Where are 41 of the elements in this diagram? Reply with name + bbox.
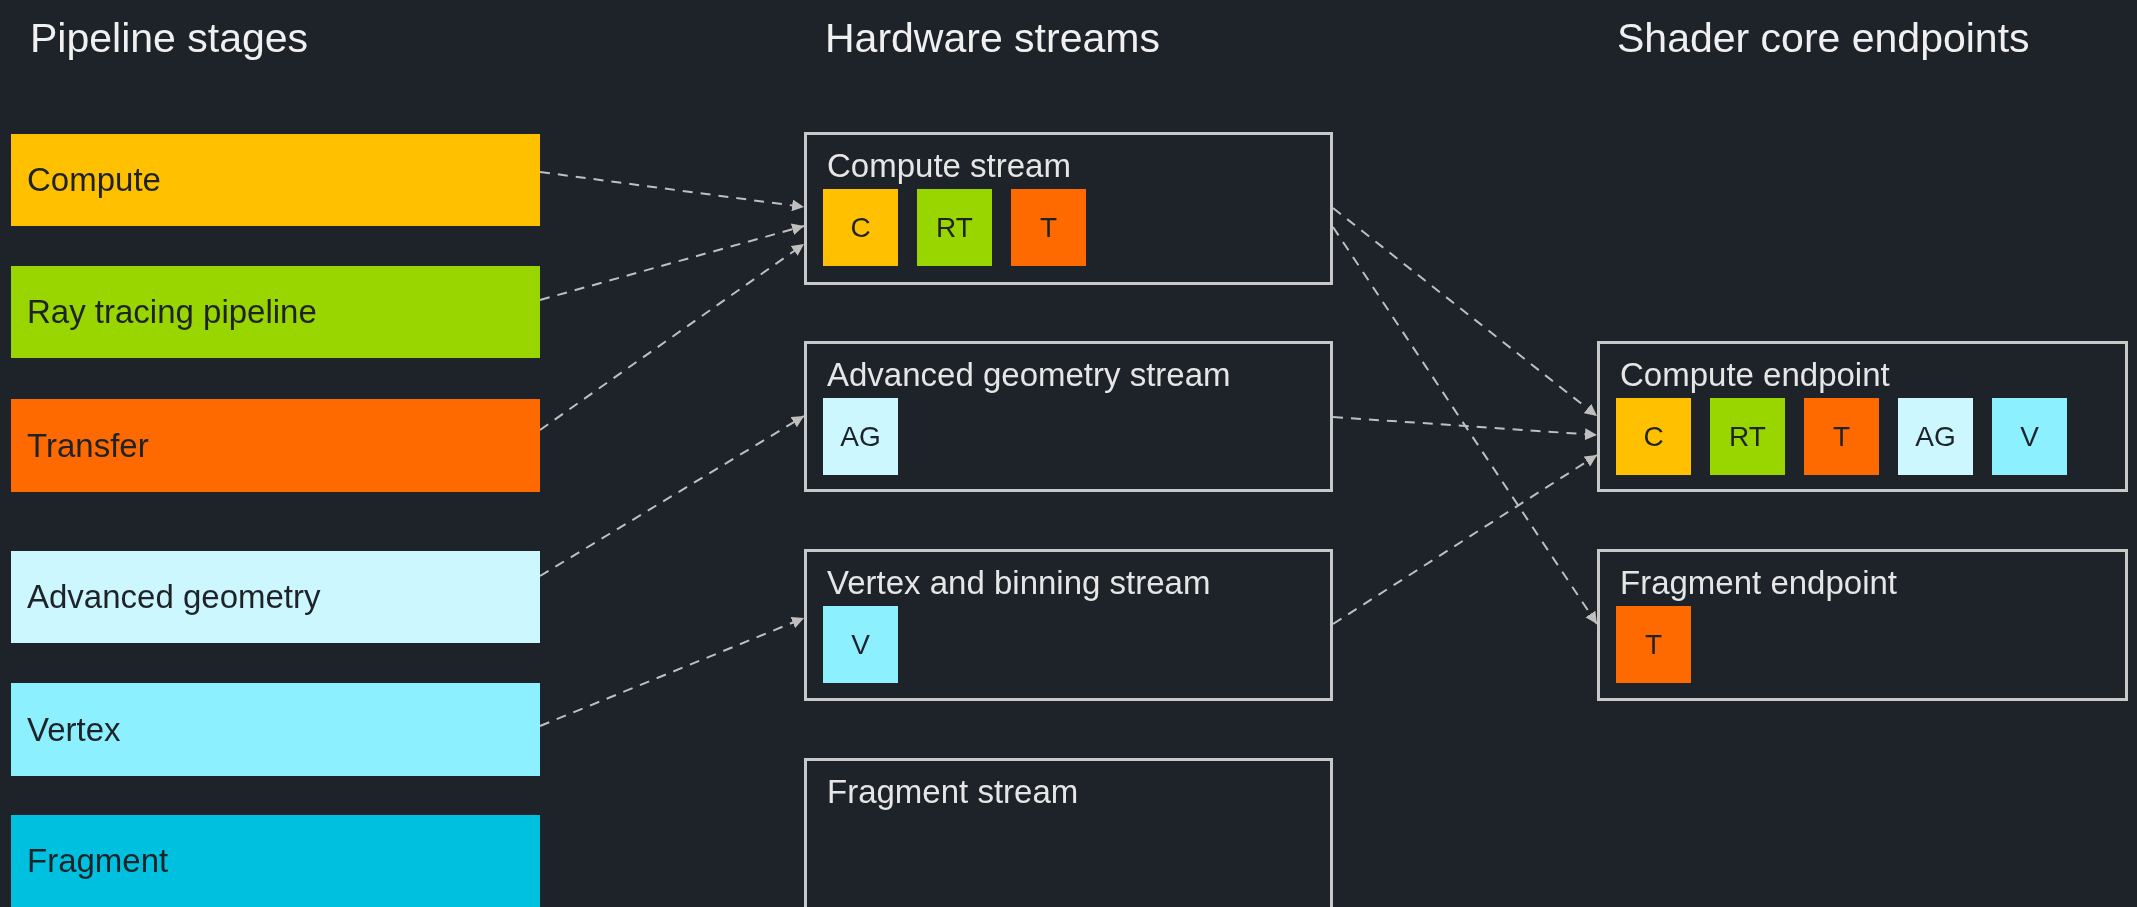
dashed-arrow <box>1332 416 1598 441</box>
tag-chip: C <box>823 189 898 266</box>
tag-chip: T <box>1804 398 1879 475</box>
tag-chip: AG <box>1898 398 1973 475</box>
stream-panel <box>1597 341 2128 492</box>
stage-box: Compute <box>11 134 540 226</box>
column-heading: Shader core endpoints <box>1617 14 2030 63</box>
dashed-arrow <box>539 617 805 727</box>
stage-box: Ray tracing pipeline <box>11 266 540 358</box>
tag-chip: T <box>1011 189 1086 266</box>
stream-panel <box>804 549 1333 701</box>
dashed-arrow <box>1332 207 1598 417</box>
tag-chip: AG <box>823 398 898 475</box>
stream-panel <box>1597 549 2128 701</box>
stage-box: Vertex <box>11 683 540 776</box>
panel-title: Compute endpoint <box>1620 355 1890 395</box>
dashed-arrow <box>539 171 805 212</box>
dashed-arrow <box>1332 226 1598 625</box>
panel-title: Advanced geometry stream <box>827 355 1231 395</box>
tag-chip: V <box>823 606 898 683</box>
panel-title: Vertex and binning stream <box>827 563 1211 603</box>
panel-title: Compute stream <box>827 146 1071 186</box>
stage-box: Transfer <box>11 399 540 492</box>
stream-panel <box>804 341 1333 492</box>
stream-panel <box>804 132 1333 285</box>
stage-box: Advanced geometry <box>11 551 540 643</box>
tag-chip: V <box>1992 398 2067 475</box>
tag-chip: T <box>1616 606 1691 683</box>
panel-title: Fragment endpoint <box>1620 563 1897 603</box>
stage-box: Fragment <box>11 815 540 907</box>
dashed-arrow <box>539 243 805 431</box>
column-heading: Hardware streams <box>825 14 1160 63</box>
tag-chip: C <box>1616 398 1691 475</box>
column-heading: Pipeline stages <box>30 14 309 63</box>
tag-chip: RT <box>917 189 992 266</box>
tag-chip: RT <box>1710 398 1785 475</box>
panel-title: Fragment stream <box>827 772 1079 812</box>
dashed-arrow <box>1332 454 1598 625</box>
dashed-arrow <box>539 415 805 577</box>
stream-panel <box>804 758 1333 907</box>
dashed-arrow <box>539 223 805 301</box>
